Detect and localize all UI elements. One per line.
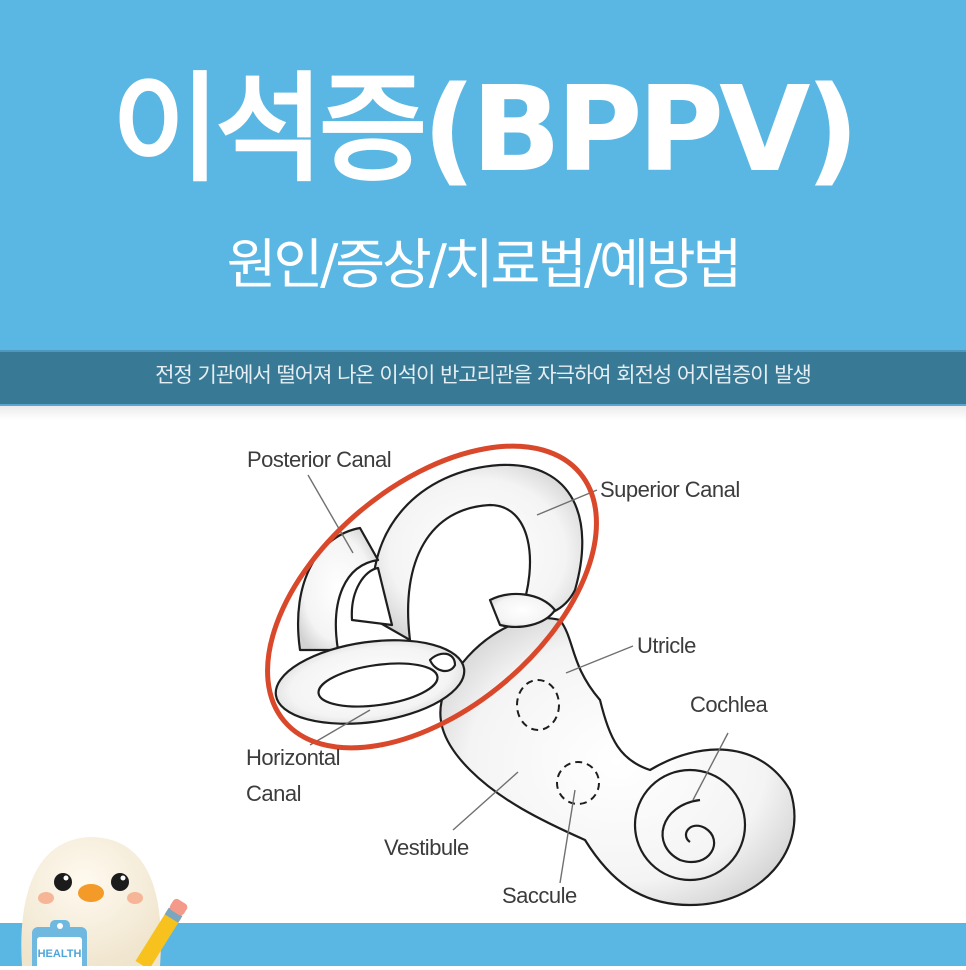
chick-mascot-illustration: HEALTH <box>21 837 188 970</box>
chick-right-eye <box>111 873 129 891</box>
pencil-icon <box>135 898 188 970</box>
summary-text: 전정 기관에서 떨어져 나온 이석이 반고리관을 자극하여 회전성 어지럼증이 … <box>155 363 812 387</box>
label-utricle: Utricle <box>637 633 696 658</box>
page-title: 이석증(BPPV) <box>111 60 860 198</box>
label-saccule: Saccule <box>502 883 577 908</box>
chick-left-eye <box>54 873 72 891</box>
clipboard-icon: HEALTH <box>32 920 87 970</box>
label-posterior-canal: Posterior Canal <box>247 447 392 472</box>
clipboard-label: HEALTH <box>38 948 82 960</box>
label-horizontal-canal-line2: Canal <box>246 781 301 806</box>
inner-ear-illustration <box>265 443 796 907</box>
label-horizontal-canal-line1: Horizontal <box>246 745 341 770</box>
label-cochlea: Cochlea <box>690 692 768 717</box>
summary-band: 전정 기관에서 떨어져 나온 이석이 반고리관을 자극하여 회전성 어지럼증이 … <box>0 350 966 406</box>
chick-mascot: HEALTH <box>0 815 200 970</box>
highlight-ellipse <box>265 443 599 751</box>
label-vestibule: Vestibule <box>384 835 469 860</box>
band-shadow <box>0 406 966 420</box>
page-subtitle: 원인/증상/치료법/예방법 <box>226 233 742 296</box>
chick-beak <box>78 884 104 902</box>
inner-ear-diagram: Posterior Canal Superior Canal Utricle C… <box>0 406 966 926</box>
header-banner: 이석증(BPPV) 원인/증상/치료법/예방법 <box>0 0 966 350</box>
label-superior-canal: Superior Canal <box>600 477 740 502</box>
